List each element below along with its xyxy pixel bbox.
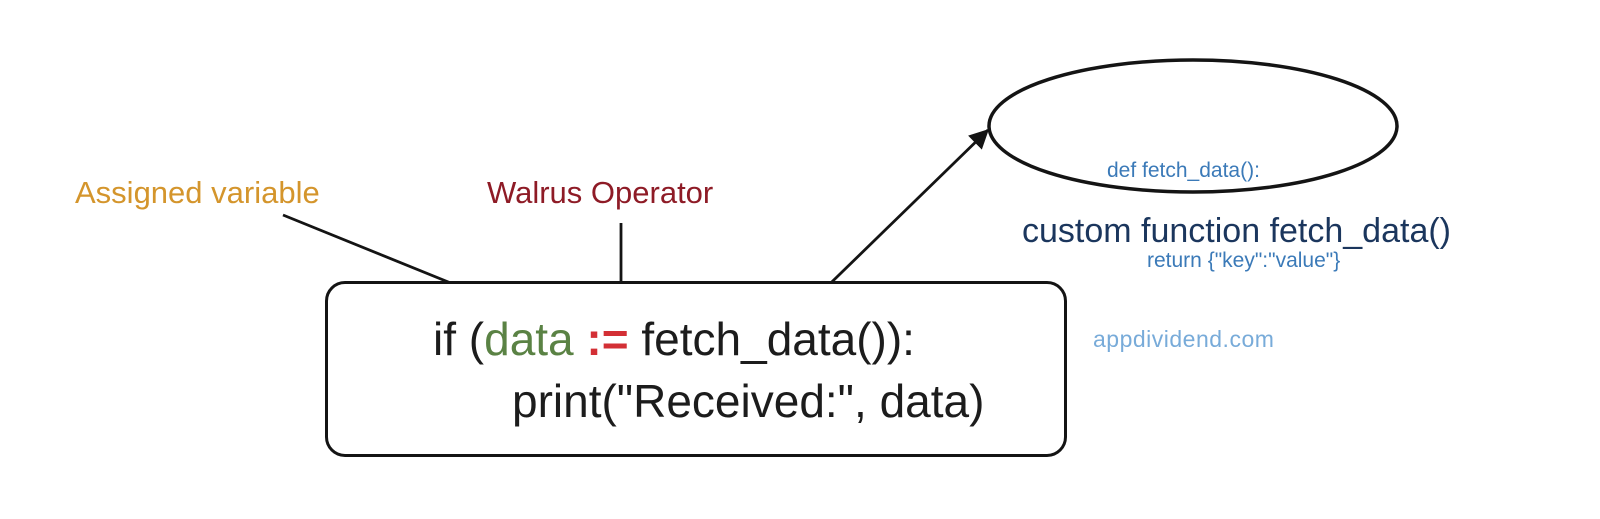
function-ellipse [987,58,1399,194]
watermark-text: appdividend.com [1093,326,1275,352]
code-line1-call: fetch_data()): [641,313,915,365]
custom-function-label: custom function fetch_data() [1022,212,1452,250]
code-line-2: print("Received:", data) [512,375,985,427]
ellipse-code-line-1: def fetch_data(): [1107,159,1260,182]
code-if-prefix: if ( [433,313,485,365]
walrus-operator-label: Walrus Operator [487,175,714,210]
code-walrus-operator: := [573,313,642,365]
arrow-to-function-ellipse-icon [802,128,990,312]
assigned-variable-label: Assigned variable [75,175,320,210]
code-variable-data: data [484,313,574,365]
code-line-1: if (data := fetch_data()): [433,312,915,367]
code-box [325,281,1067,457]
ellipse-code-block: def fetch_data(): return {"key":"value"} [1107,96,1340,336]
ellipse-code-line-2: return {"key":"value"} [1147,249,1341,272]
